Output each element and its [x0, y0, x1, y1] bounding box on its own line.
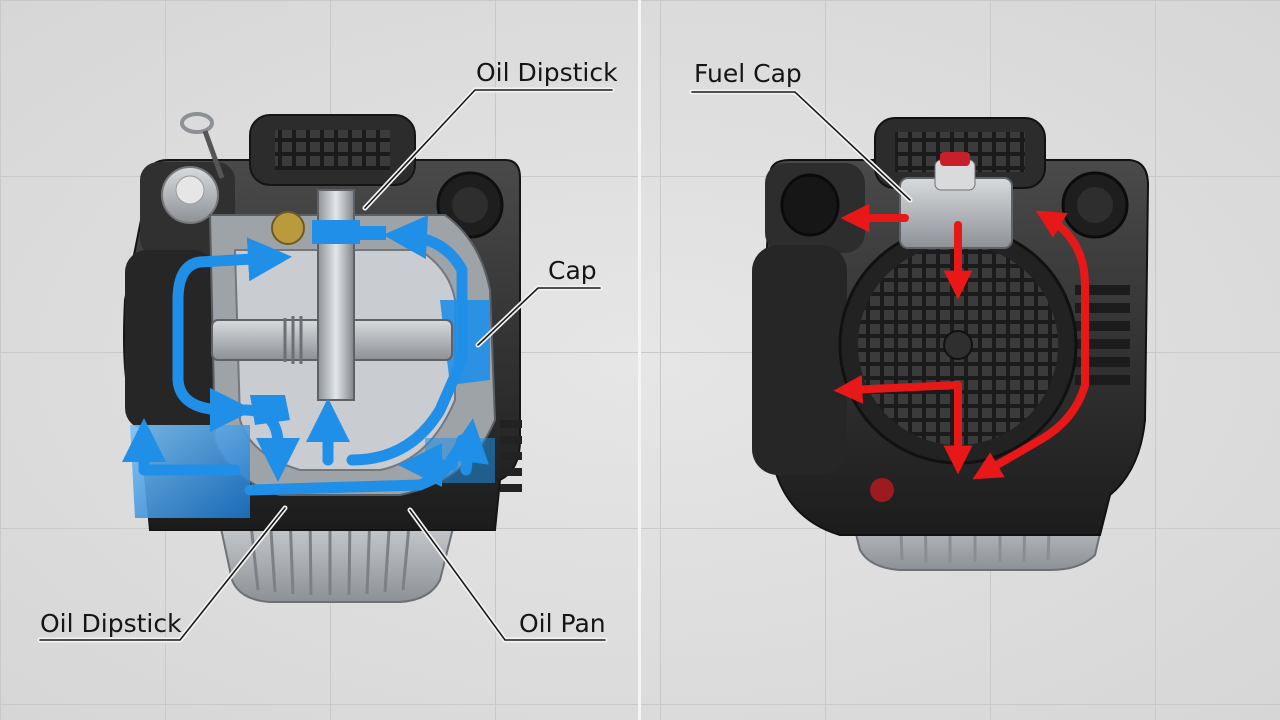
label-fuel-cap: Fuel Cap: [694, 59, 802, 88]
panel-divider: [638, 0, 641, 720]
label-oil-dipstick-top: Oil Dipstick: [476, 58, 618, 87]
left-engine-cutaway: [122, 112, 522, 603]
label-oil-dipstick-bottom: Oil Dipstick: [40, 609, 182, 638]
label-oil-pan: Oil Pan: [519, 609, 606, 638]
label-cap: Cap: [548, 256, 597, 285]
right-engine-exterior: [752, 117, 1150, 571]
leader-lines: [39, 89, 911, 641]
